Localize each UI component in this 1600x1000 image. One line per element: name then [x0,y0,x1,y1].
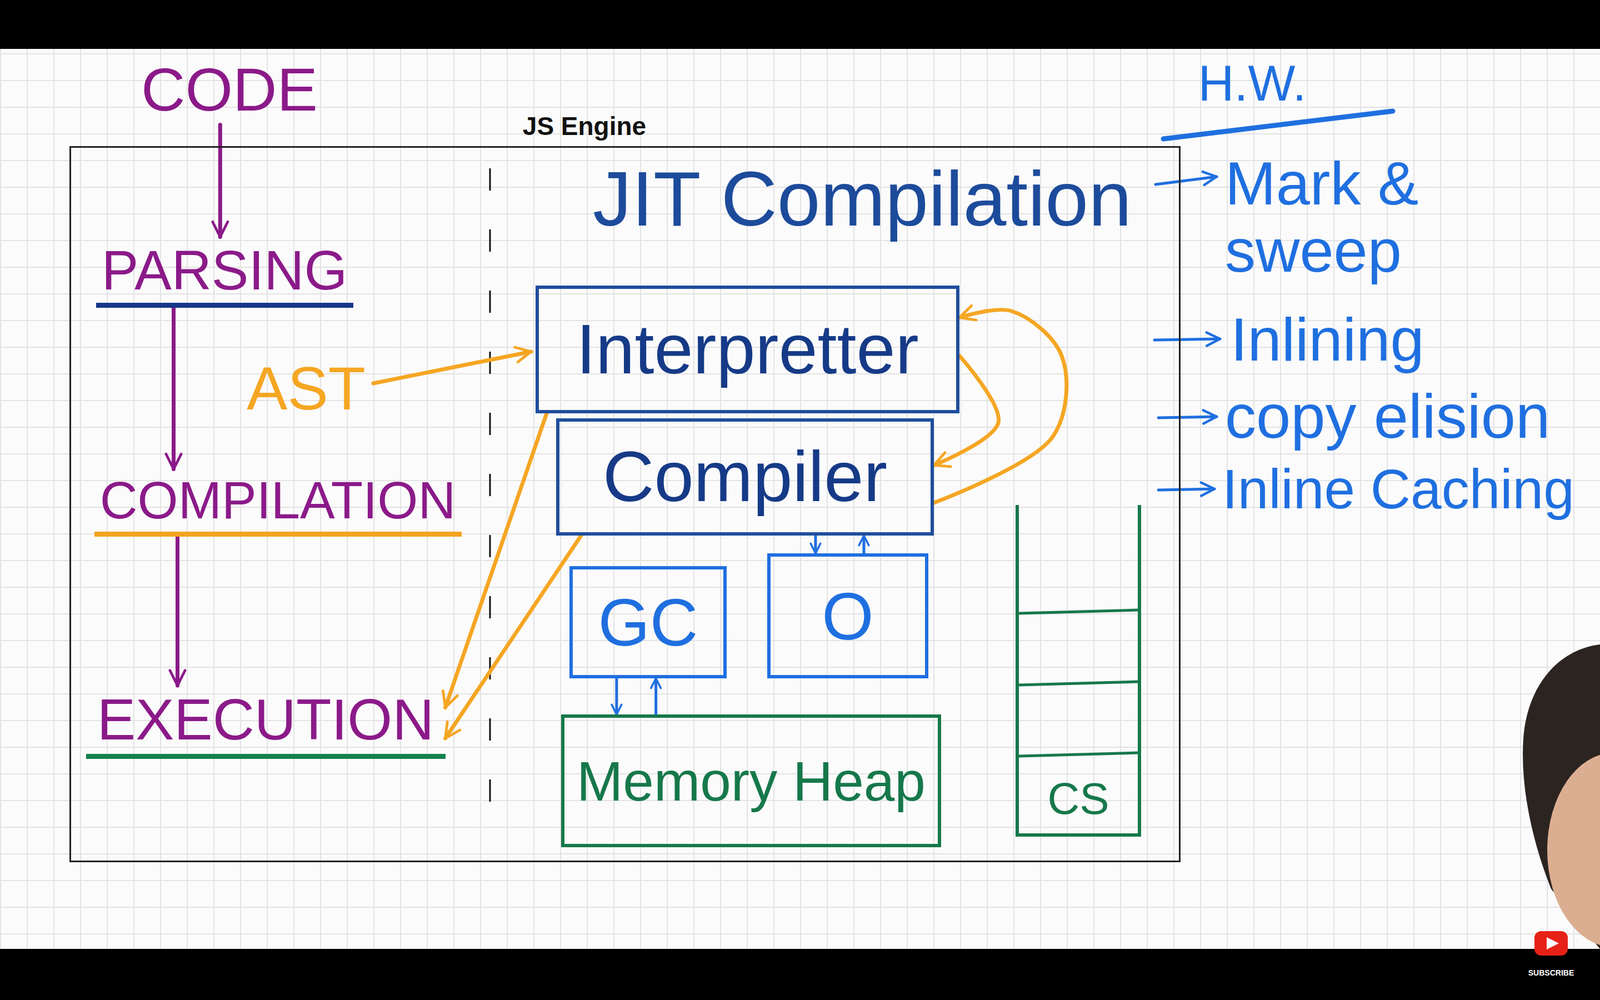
list-arrow [1155,176,1217,185]
start-word-text: CODE [141,55,318,123]
homework-item-holder: copy elision [1225,382,1550,451]
memory-heap-box: Memory Heap [561,714,942,848]
flow-arrow [615,678,618,715]
stage-word-text: EXECUTION [97,687,435,752]
stage-word-text: COMPILATION [100,471,457,529]
ast-label: AST [246,354,366,422]
homework-item-holder: Mark & sweep [1225,149,1481,284]
list-arrow [1158,488,1215,490]
call-stack-box-text: CS [1047,774,1109,824]
list-arrow [1154,338,1220,340]
flow-arrow [654,678,658,715]
compiler-box-text: Compiler [602,437,888,517]
divider-line [489,168,492,807]
homework-item-holder: Inline Caching [1222,458,1575,520]
homework-heading-holder: H.W. [1198,56,1307,112]
ast-label-holder: AST [246,354,366,422]
section-heading: JIT Compilation [592,156,1132,242]
list-arrow [1158,416,1217,418]
homework-item: Mark & sweep [1225,149,1481,284]
stage-word: EXECUTION [86,685,446,759]
subscribe-icon [1534,931,1568,956]
flow-arrow [933,310,1067,503]
heading-underline [1163,111,1393,139]
presenter-figure [1522,644,1600,949]
call-stack-box: CS [1015,505,1142,837]
ast-arrow [373,351,532,384]
engine-frame: JS EnginePARSINGCOMPILATIONEXECUTIONInte… [69,146,1181,863]
gc-box-text: GC [598,585,699,659]
homework-item-holder: Inlining [1230,305,1425,373]
top-bar [0,0,1600,49]
bottom-bar [0,948,1600,1000]
interpreter-box: Interpretter [535,285,960,414]
interpreter-box-text: Interpretter [576,311,919,389]
flow-arrow [933,356,999,466]
connector-group [173,125,1067,739]
memory-heap-box-text: Memory Heap [576,750,926,812]
stack-shelf [1018,752,1138,757]
gc-box: GC [569,566,727,679]
homework-heading: H.W. [1198,56,1307,112]
start-word: CODE [136,53,323,125]
subscribe-text: SUBSCRIBE [1528,968,1574,978]
flow-arrow [218,125,223,238]
engine-frame-text: JS Engine [522,112,647,141]
flow-arrow [175,536,180,687]
optimizer-box: O [767,553,929,679]
flow-arrow [862,535,866,554]
optimizer-box-text: O [821,579,874,653]
homework-item: Inlining [1230,305,1425,373]
stack-shelf [1018,681,1138,685]
stage-word: COMPILATION [94,469,462,537]
section-heading-holder: JIT Compilation [592,156,1132,242]
homework-item: Inline Caching [1222,458,1575,520]
flow-arrow [445,535,582,739]
stack-shelf [1018,610,1138,614]
stage-word-text: PARSING [101,239,348,301]
flow-arrow [171,307,176,470]
subscribe-text-holder: SUBSCRIBE [1528,968,1574,978]
homework-item: copy elision [1225,382,1550,451]
compiler-box: Compiler [556,418,934,536]
stage-word: PARSING [96,237,354,308]
flow-arrow [814,535,818,554]
